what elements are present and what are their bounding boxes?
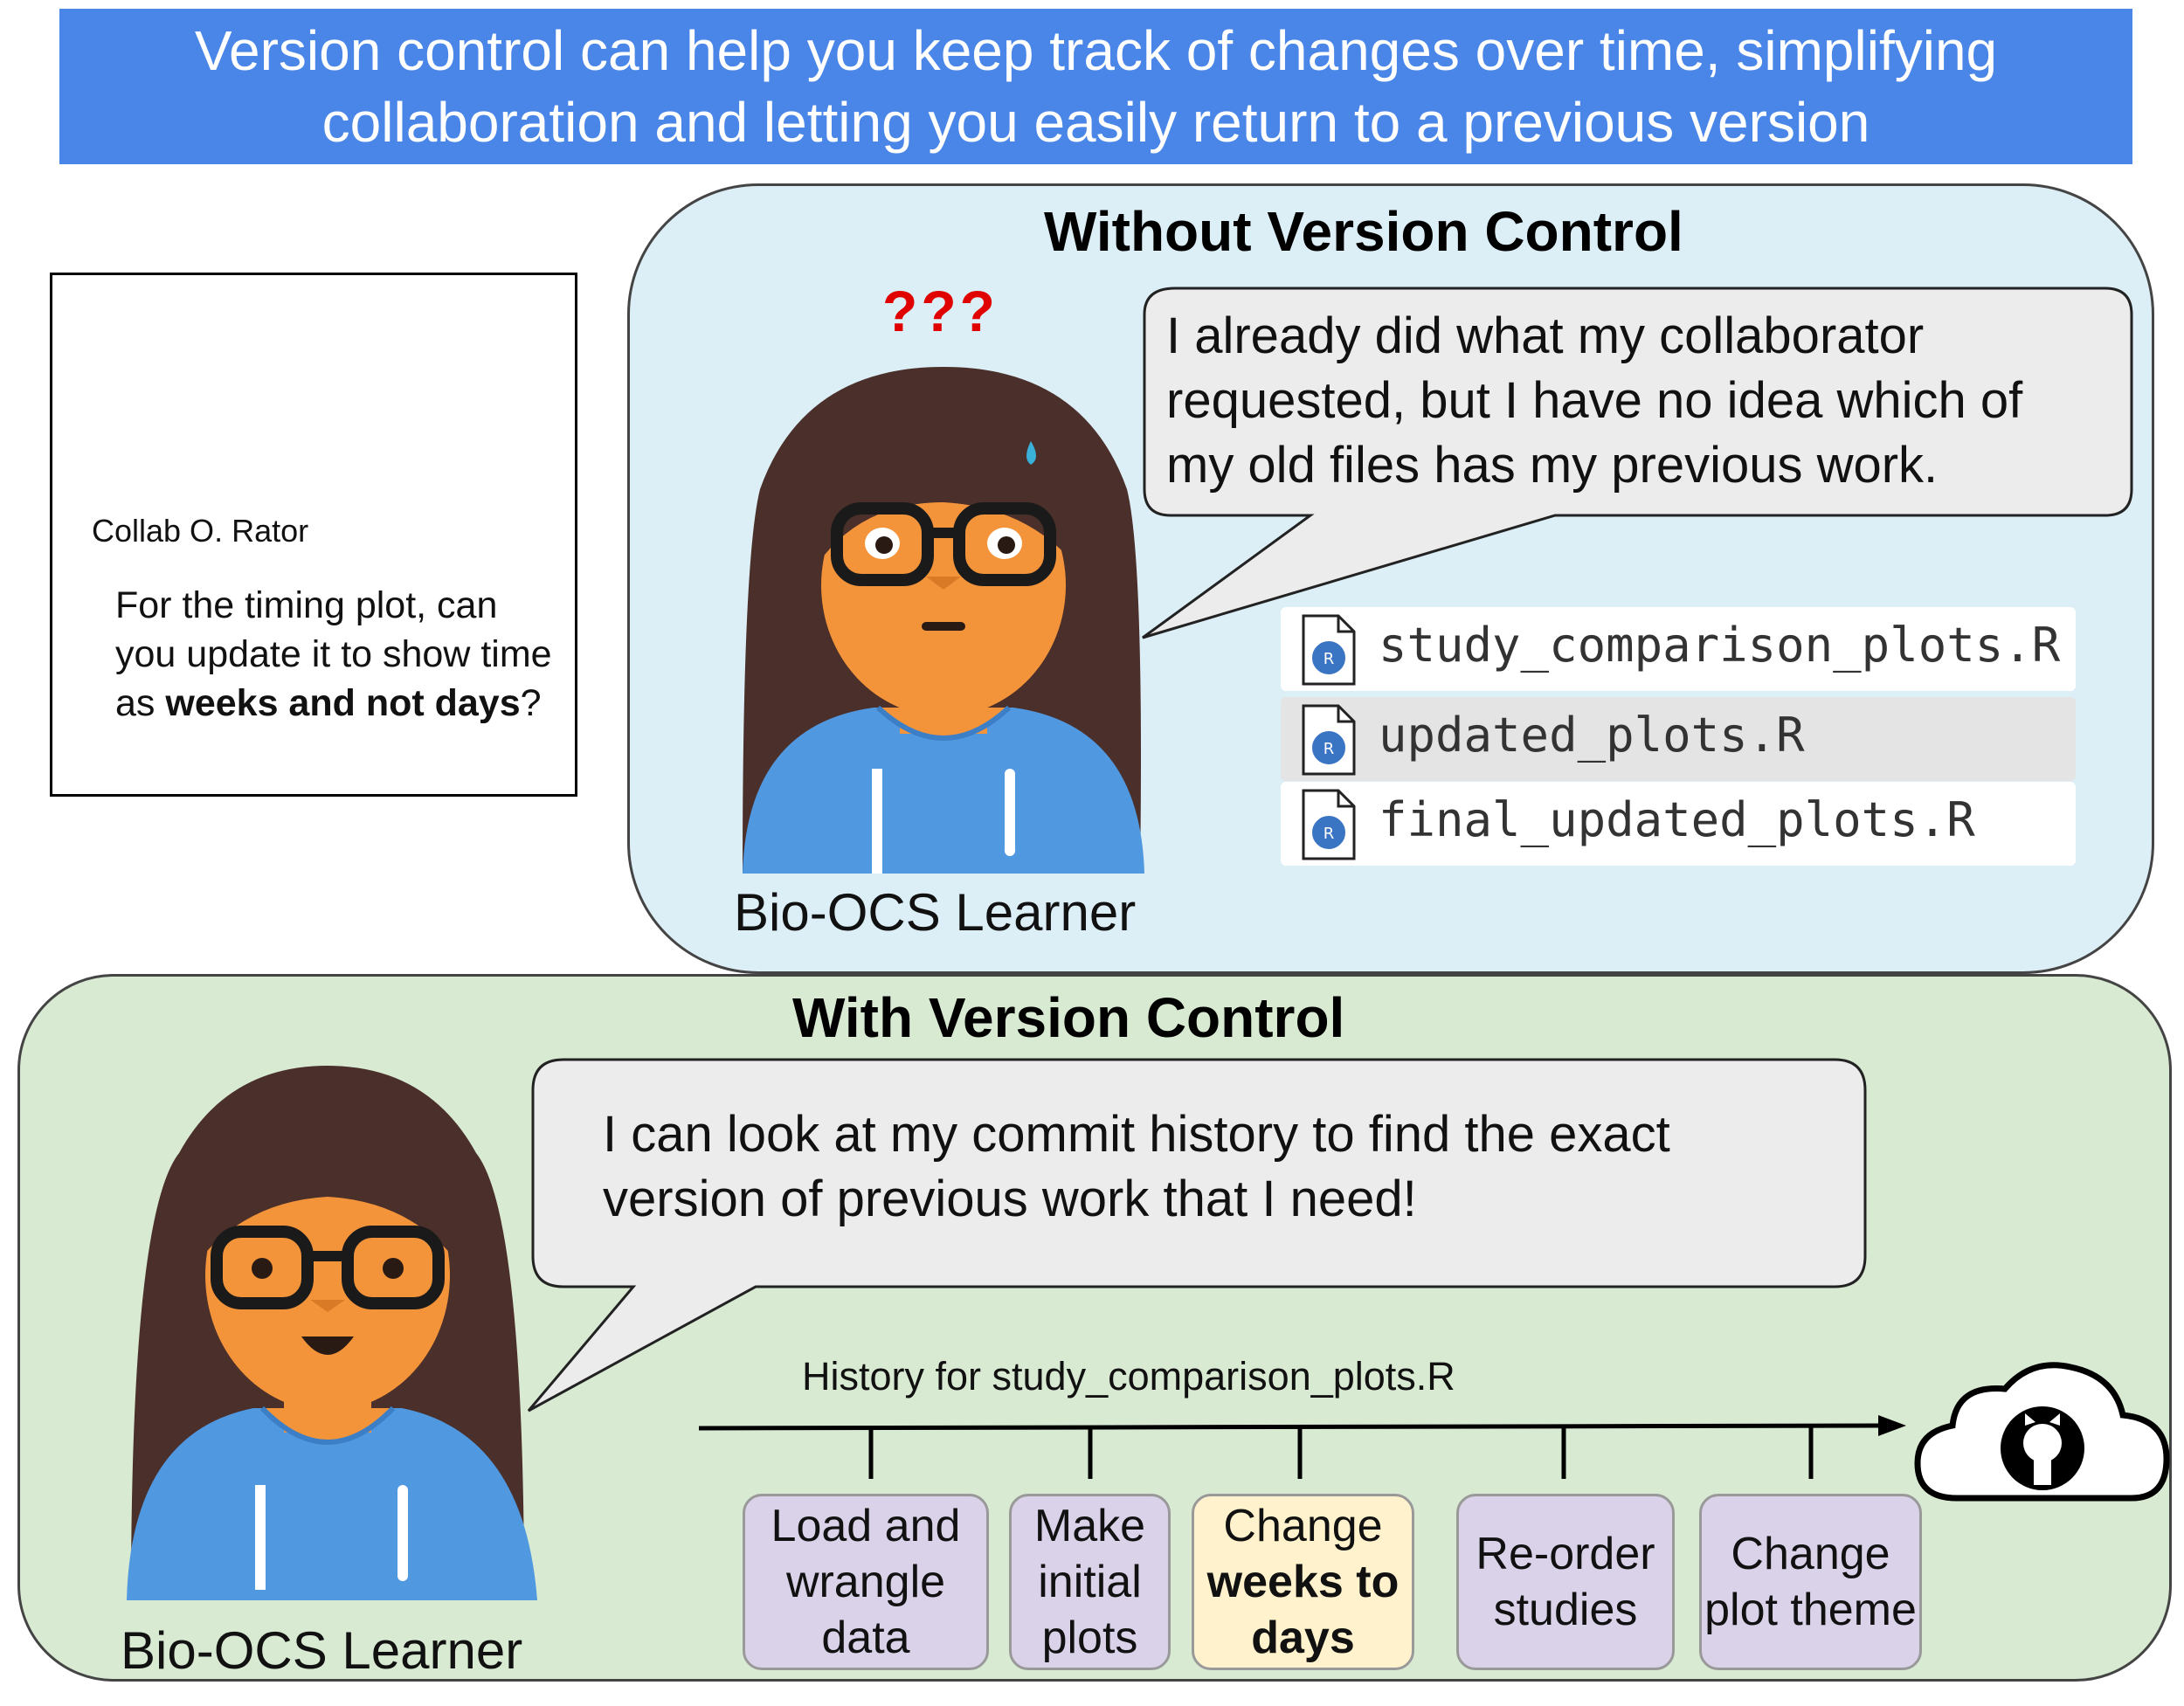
r-file-icon: R — [1302, 704, 1356, 776]
without-bubble-text: I already did what my collaborator reque… — [1166, 304, 2022, 498]
without-title: Without Version Control — [1044, 200, 1683, 263]
sweat-drop-icon — [1026, 441, 1036, 465]
without-bubble-line-1: I already did what my collaborator — [1166, 307, 1925, 364]
commit-box[interactable]: Load and wrangle data — [743, 1494, 989, 1670]
email-message-end: ? — [520, 682, 542, 724]
commit-text: wrangle — [785, 1557, 946, 1607]
commit-text-bold: weeks to — [1206, 1557, 1400, 1607]
commit-text: Make — [1033, 1501, 1146, 1551]
header-banner: Version control can help you keep track … — [59, 9, 2132, 164]
commit-text: Re-order — [1476, 1529, 1655, 1579]
learner-label-without: Bio-OCS Learner — [734, 883, 1137, 942]
commit-text: data — [821, 1613, 910, 1663]
with-title: With Version Control — [792, 986, 1345, 1049]
history-timeline — [698, 1415, 1906, 1479]
file-row[interactable]: R study_comparison_plots.R — [1281, 607, 2076, 691]
r-file-icon: R — [1302, 614, 1356, 686]
github-cloud-icon — [1914, 1362, 2170, 1502]
learner-avatar-worried — [743, 367, 1144, 874]
commit-box-highlighted[interactable]: Change weeks to days — [1192, 1494, 1414, 1670]
file-name: final_updated_plots.R — [1379, 792, 1975, 847]
r-file-letter: R — [1324, 825, 1335, 843]
r-file-icon: R — [1302, 789, 1356, 860]
file-row[interactable]: R updated_plots.R — [1281, 697, 2076, 781]
banner-line-1: Version control can help you keep track … — [194, 19, 1998, 82]
without-bubble-line-2: requested, but I have no idea which of — [1166, 372, 2023, 429]
commit-text: Change — [1223, 1501, 1383, 1551]
email-card: Collab O. Rator For the timing plot, can… — [50, 273, 577, 797]
confusion-mark: ??? — [882, 279, 999, 343]
commit-text: Change — [1731, 1529, 1890, 1579]
history-label: History for study_comparison_plots.R — [802, 1354, 1455, 1399]
commit-text: Load and — [771, 1501, 961, 1551]
banner-line-2: collaboration and letting you easily ret… — [321, 91, 1870, 154]
learner-avatar-happy — [127, 1066, 537, 1600]
learner-label-with: Bio-OCS Learner — [121, 1621, 523, 1680]
r-file-letter: R — [1324, 650, 1335, 668]
file-name: updated_plots.R — [1379, 708, 1805, 763]
speech-bubble-without — [1142, 287, 2133, 639]
commit-text: initial — [1038, 1557, 1142, 1607]
file-name: study_comparison_plots.R — [1379, 618, 2061, 673]
commit-text-bold: days — [1251, 1613, 1355, 1663]
commit-box[interactable]: Re-order studies — [1456, 1494, 1675, 1670]
email-message-bold: weeks and not days — [165, 682, 521, 724]
collaborator-name: Collab O. Rator — [92, 513, 309, 549]
file-row[interactable]: R final_updated_plots.R — [1281, 782, 2076, 866]
commit-box[interactable]: Make initial plots — [1009, 1494, 1171, 1670]
email-message-text: For the timing plot, can you update it t… — [115, 584, 552, 724]
email-message: For the timing plot, can you update it t… — [115, 581, 552, 728]
commit-text: studies — [1493, 1585, 1638, 1635]
with-bubble-line-2: version of previous work that I need! — [603, 1171, 1417, 1227]
r-file-letter: R — [1324, 740, 1335, 758]
commit-text: plot theme — [1704, 1585, 1917, 1635]
without-bubble-line-3: my old files has my previous work. — [1166, 437, 1939, 494]
with-bubble-text: I can look at my commit history to find … — [603, 1102, 1670, 1232]
speech-bubble-with — [527, 1058, 1867, 1412]
with-bubble-line-1: I can look at my commit history to find … — [603, 1106, 1670, 1163]
commit-box[interactable]: Change plot theme — [1699, 1494, 1922, 1670]
commit-text: plots — [1041, 1613, 1138, 1663]
